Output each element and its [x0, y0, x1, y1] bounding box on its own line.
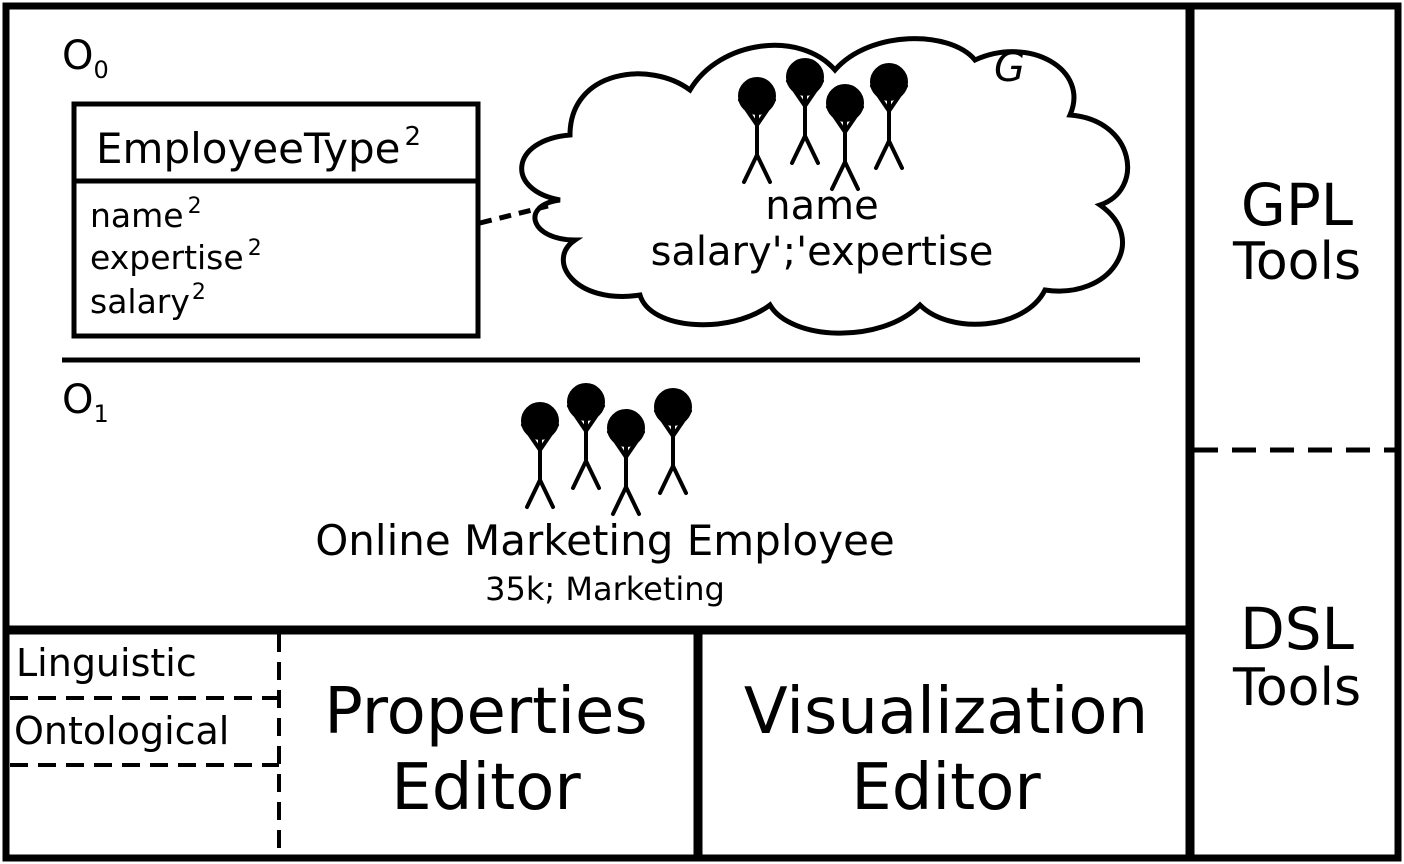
level-o0-label: O0	[62, 36, 109, 82]
level-o1-label: O1	[62, 380, 109, 426]
visualization-editor-line-1: Visualization	[743, 675, 1149, 749]
dsl-tools-line-2: Tools	[1232, 658, 1362, 718]
tab-ontological[interactable]: Ontological	[14, 709, 230, 753]
properties-editor-line-1: Properties	[324, 675, 648, 749]
cloud-shape	[519, 36, 1131, 336]
level-subscript: 1	[93, 400, 109, 428]
level-letter: O	[62, 377, 94, 423]
dsl-tools-line-1: DSL	[1240, 595, 1354, 663]
properties-editor-line-2: Editor	[391, 751, 581, 825]
attribute-row: salary2	[90, 280, 206, 321]
gpl-tools-line-1: GPL	[1240, 171, 1354, 239]
class-box-frame	[71, 101, 481, 339]
instance-subtitle: 35k; Marketing	[485, 570, 725, 608]
class-to-cloud-connector	[479, 203, 549, 226]
level-letter: O	[62, 33, 94, 79]
level-subscript: 0	[93, 56, 109, 84]
tab-linguistic[interactable]: Linguistic	[16, 641, 197, 685]
attribute-potency: 2	[187, 194, 202, 219]
instance-title: Online Marketing Employee	[315, 516, 895, 565]
cloud-marker: G	[994, 45, 1025, 91]
class-potency: 2	[404, 122, 422, 152]
stick-figure-group-icon	[521, 383, 692, 516]
attribute-name: salary	[90, 282, 190, 321]
cloud-line-2: salary';'expertise	[650, 229, 994, 275]
gpl-tools-line-2: Tools	[1232, 232, 1362, 292]
attribute-name: name	[90, 196, 184, 235]
attribute-potency: 2	[191, 280, 206, 305]
attribute-name: expertise	[90, 238, 244, 277]
visualization-editor-line-2: Editor	[851, 751, 1041, 825]
attribute-potency: 2	[247, 236, 262, 261]
class-name-text: EmployeeType	[96, 124, 401, 173]
cloud-line-1: name	[765, 183, 879, 229]
stick-figure-group-icon	[738, 58, 908, 191]
